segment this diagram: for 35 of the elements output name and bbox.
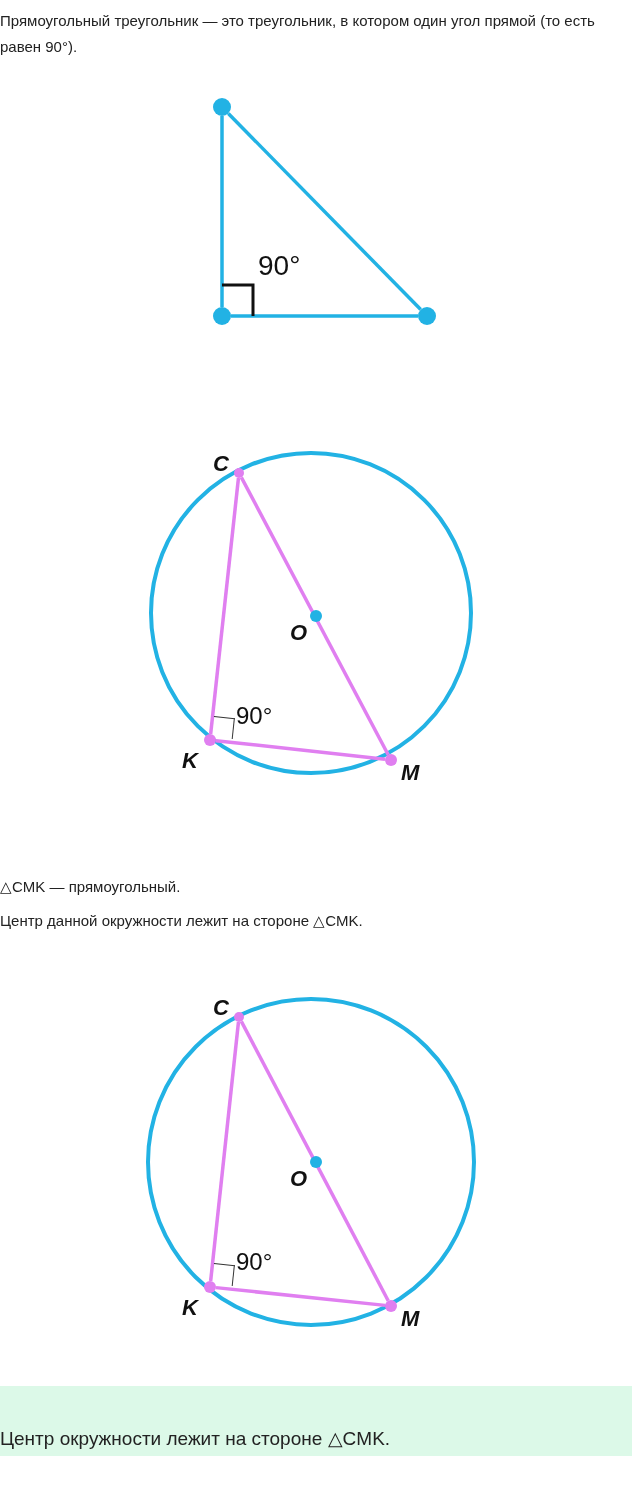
- point-label: M: [401, 760, 420, 786]
- point-label: C: [213, 451, 229, 477]
- paragraph: Прямоугольный треугольник — это треугольник, в котором один угол прямой (то есть равен 90°).: [0, 11, 596, 57]
- point-label: K: [182, 748, 198, 774]
- vertex-point: [213, 307, 231, 325]
- angle-label: 90°: [236, 702, 273, 730]
- vertex-point: [234, 1012, 244, 1022]
- triangle-side: [208, 477, 241, 735]
- point-label: C: [213, 995, 229, 1021]
- triangle-side: [239, 476, 390, 756]
- vertex-point: [310, 1156, 322, 1168]
- vertex-point: [418, 307, 436, 325]
- vertex-point: [213, 98, 231, 116]
- point-label: K: [182, 1295, 198, 1321]
- vertex-point: [385, 754, 397, 766]
- angle-label: 90°: [236, 1248, 273, 1276]
- point-label: O: [290, 1166, 308, 1192]
- triangle-side: [227, 112, 422, 311]
- triangle-side: [231, 314, 418, 318]
- vertex-point: [204, 1281, 216, 1293]
- angle-label: 90°: [258, 250, 301, 282]
- vertex-point: [310, 610, 322, 622]
- vertex-point: [204, 734, 216, 746]
- point-label: M: [401, 1306, 420, 1332]
- sentence: △CMK — прямоугольный.: [0, 877, 181, 897]
- point-label: O: [290, 620, 308, 646]
- triangle-side: [215, 738, 386, 762]
- triangle-side: [215, 1285, 386, 1308]
- triangle-side: [220, 116, 224, 307]
- triangle-side: [239, 1020, 390, 1302]
- triangle-side: [208, 1021, 241, 1282]
- sentence: Центр данной окружности лежит на стороне △CMK.: [0, 911, 363, 931]
- vertex-point: [385, 1300, 397, 1312]
- vertex-point: [234, 468, 244, 478]
- answer-text: Центр окружности лежит на стороне △CMK.: [0, 1427, 391, 1451]
